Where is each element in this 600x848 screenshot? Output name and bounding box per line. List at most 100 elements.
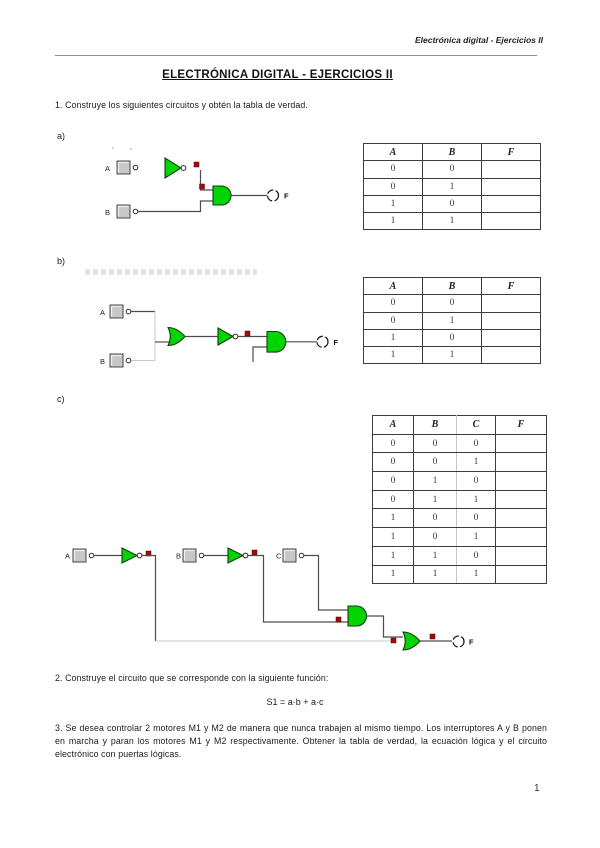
- exercise3-prompt: 3. Se desea controlar 2 motores M1 y M2 …: [55, 723, 547, 760]
- or-gate: [167, 326, 186, 347]
- running-header: Electrónica digital - Ejercicios II: [414, 35, 543, 45]
- input-b-label: B: [100, 357, 105, 366]
- table-cell: [495, 452, 547, 473]
- table-cell: [495, 527, 547, 547]
- exercise2-formula: S1 = a·b + a·c: [266, 697, 324, 707]
- column-header: B: [413, 415, 457, 435]
- column-header: A: [363, 142, 423, 162]
- not-gate: [227, 547, 249, 564]
- table-cell: 1: [456, 452, 496, 473]
- probe-indicator: [244, 330, 251, 337]
- circuit-b-diagram: A B F: [100, 304, 339, 368]
- table-cell: 1: [422, 311, 482, 330]
- table-cell: 1: [372, 508, 414, 529]
- column-header: C: [456, 415, 496, 435]
- column-header: A: [372, 415, 414, 435]
- table-cell: [481, 212, 541, 231]
- table-cell: 1: [413, 471, 457, 491]
- output-f-label: F: [469, 638, 474, 647]
- table-cell: 0: [372, 452, 414, 473]
- and-gate: [347, 605, 368, 627]
- and-gate: [212, 185, 232, 206]
- table-cell: 0: [363, 160, 423, 179]
- table-cell: [481, 194, 541, 214]
- scan-artifact-streak: [85, 269, 257, 275]
- input-c-label: C: [276, 552, 282, 561]
- probe-indicator: [193, 161, 200, 168]
- output-f-label: F: [284, 192, 289, 201]
- input-b-label: B: [105, 208, 110, 217]
- table-cell: 0: [422, 160, 482, 179]
- input-switch-a: A: [100, 304, 132, 319]
- table-cell: 0: [422, 194, 482, 214]
- input-a-label: A: [100, 308, 105, 317]
- table-cell: 1: [422, 212, 482, 231]
- column-header: A: [363, 276, 423, 296]
- input-switch-b: B: [105, 204, 139, 219]
- input-switch-b: B: [100, 353, 132, 368]
- circuit-c-diagram: A B C: [65, 547, 474, 651]
- not-gate: [164, 157, 187, 179]
- table-cell: 1: [413, 489, 457, 510]
- table-cell: [481, 160, 541, 179]
- table-cell: 0: [372, 433, 414, 454]
- table-cell: 1: [363, 328, 423, 348]
- table-cell: 1: [363, 212, 423, 231]
- table-cell: 1: [422, 177, 482, 196]
- table-cell: [495, 433, 547, 454]
- table-cell: 0: [422, 294, 482, 313]
- table-cell: [481, 311, 541, 330]
- table-cell: 0: [363, 177, 423, 196]
- scan-artifact-dots: [112, 147, 114, 149]
- header-rule: [55, 55, 537, 56]
- input-switch-a: A: [65, 548, 95, 563]
- table-cell: 0: [456, 508, 496, 529]
- output-f-label: F: [334, 338, 339, 347]
- table-cell: 0: [413, 452, 457, 473]
- output-lamp: [316, 335, 329, 348]
- column-header: B: [422, 142, 482, 162]
- input-a-label: A: [65, 552, 70, 561]
- item-a-label: a): [57, 131, 66, 141]
- circuit-a-diagram: A B F: [105, 157, 289, 219]
- input-switch-b: B: [176, 548, 205, 563]
- not-gate: [217, 327, 239, 346]
- table-cell: [481, 328, 541, 348]
- table-cell: 0: [372, 489, 414, 510]
- probe-indicator: [429, 633, 436, 640]
- exercise2-prompt: 2. Construye el circuito que se correspo…: [55, 673, 329, 683]
- table-cell: 0: [413, 508, 457, 529]
- not-gate: [121, 547, 143, 564]
- table-cell: 0: [363, 311, 423, 330]
- input-b-label: B: [176, 552, 181, 561]
- column-header: B: [422, 276, 482, 296]
- table-cell: [495, 471, 547, 491]
- exercise1-prompt: 1. Construye los siguientes circuitos y …: [55, 100, 308, 110]
- table-cell: 0: [422, 328, 482, 348]
- table-cell: [495, 508, 547, 529]
- input-switch-c: C: [276, 548, 305, 563]
- page-title: ELECTRÓNICA DIGITAL - EJERCICIOS II: [162, 69, 393, 81]
- column-header: F: [481, 142, 541, 162]
- table-cell: 1: [363, 194, 423, 214]
- item-c-label: c): [57, 394, 65, 404]
